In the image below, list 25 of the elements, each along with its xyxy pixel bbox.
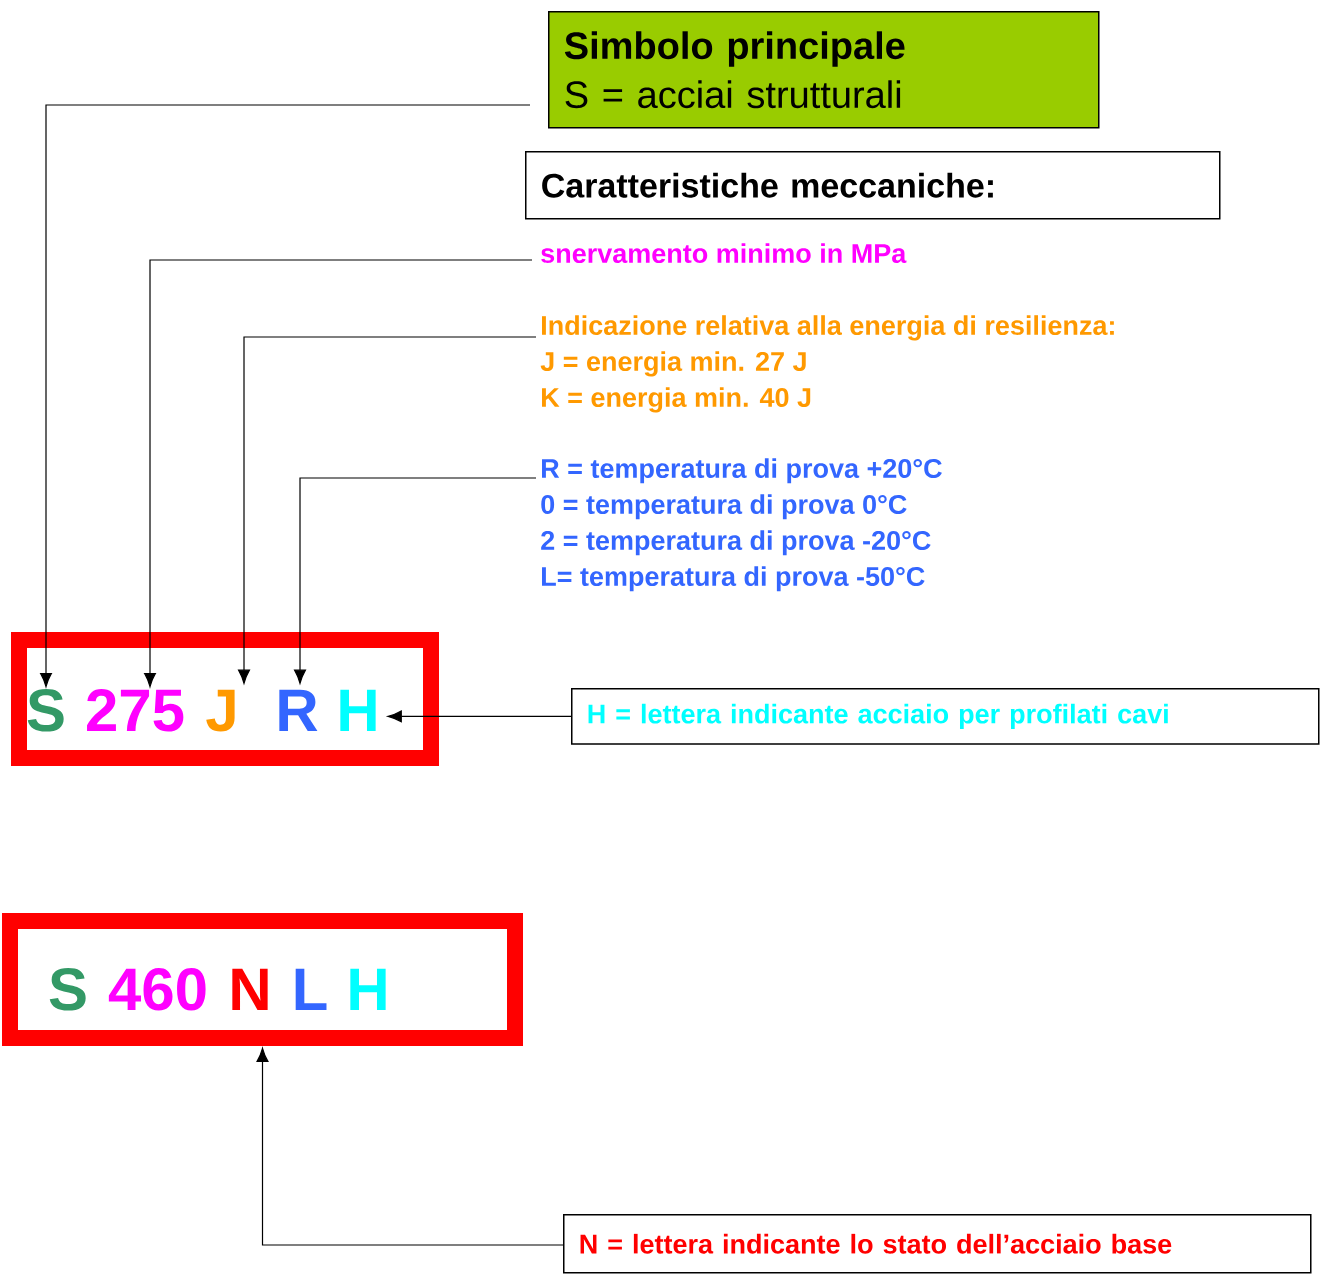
- designation-letter: S: [49, 968, 86, 1011]
- designation-frame: [2, 913, 523, 1046]
- heading-box: Simbolo principale S = acciai strutturali: [548, 11, 1100, 129]
- leader-line: [40, 104, 531, 688]
- designation-letter: H: [340, 689, 376, 731]
- leader-line: [144, 259, 533, 688]
- note-text: R = temperatura di prova +20°C 0 = temperatura di prova 0°C 2 = temperatura di prova -20°C L= temperatura di prova -50°C: [541, 458, 942, 592]
- leader-line: [238, 336, 537, 684]
- designation-frame: [11, 632, 439, 766]
- heading-box: Caratteristiche meccaniche:: [525, 151, 1221, 220]
- designation-letter: R: [279, 689, 318, 731]
- designation-letter: L: [295, 968, 327, 1010]
- designation-letter: S: [27, 689, 64, 732]
- leader-line: [294, 477, 537, 684]
- note-box: H = lettera indicante acciaio per profilati cavi: [571, 688, 1320, 745]
- designation-letter: J: [206, 689, 235, 732]
- leader-line: [387, 710, 572, 723]
- designation-number: 275: [87, 689, 184, 732]
- note-text: Indicazione relativa alla energia di resilienza: J = energia min. 27 J K = energia min. 40 J: [540, 315, 1114, 413]
- leader-line: [256, 1047, 564, 1246]
- designation-number: 460: [108, 968, 206, 1011]
- note-text: snervamento minimo in MPa: [541, 243, 907, 264]
- designation-letter: N: [232, 968, 268, 1010]
- designation-letter: H: [350, 968, 386, 1010]
- note-box: N = lettera indicante lo stato dell’acciaio base: [563, 1214, 1312, 1274]
